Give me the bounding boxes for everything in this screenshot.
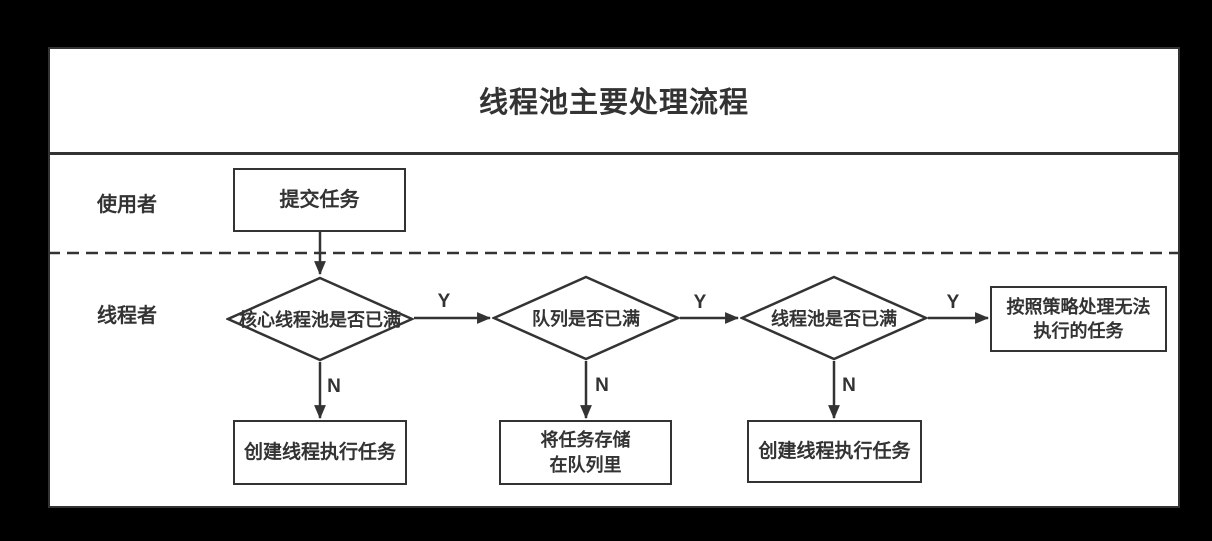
edge-label-yes-3: Y — [946, 292, 960, 313]
node-store-in-queue: 将任务存储 在队列里 — [499, 420, 672, 485]
lane-label-user: 使用者 — [97, 194, 157, 216]
node-create-thread-2: 创建线程执行任务 — [747, 420, 922, 483]
node-create-thread-1: 创建线程执行任务 — [233, 420, 407, 485]
title-band: 线程池主要处理流程 — [48, 47, 1180, 155]
node-policy-handle-task: 按照策略处理无法 执行的任务 — [990, 286, 1167, 352]
decision-pool-full-label: 线程池是否已满 — [771, 309, 897, 329]
lane-label-thread: 线程者 — [97, 305, 157, 327]
edge-label-no-2: N — [595, 375, 609, 396]
decision-core-pool-full-label: 核心线程池是否已满 — [239, 310, 401, 330]
decision-core-pool-full: 核心线程池是否已满 — [226, 276, 414, 362]
edge-label-no-1: N — [327, 376, 341, 397]
diamond-shape — [740, 275, 928, 361]
decision-queue-full: 队列是否已满 — [492, 275, 680, 361]
diamond-shape — [492, 275, 680, 361]
decision-queue-full-label: 队列是否已满 — [532, 309, 640, 329]
diamond-shape — [226, 276, 414, 362]
decision-pool-full: 线程池是否已满 — [740, 275, 928, 361]
edge-label-yes-2: Y — [693, 292, 707, 313]
node-submit-task: 提交任务 — [233, 168, 406, 232]
edge-label-no-3: N — [842, 375, 856, 396]
diagram-title: 线程池主要处理流程 — [478, 86, 749, 119]
edge-label-yes-1: Y — [437, 291, 451, 312]
